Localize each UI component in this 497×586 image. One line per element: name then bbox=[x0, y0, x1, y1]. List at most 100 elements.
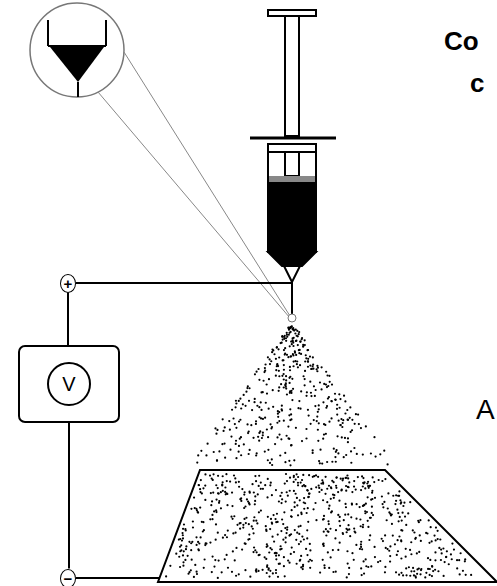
droplet bbox=[169, 565, 171, 567]
droplet bbox=[416, 573, 418, 575]
droplet bbox=[427, 557, 429, 559]
droplet bbox=[243, 518, 245, 520]
droplet bbox=[318, 404, 320, 406]
droplet bbox=[262, 418, 264, 420]
droplet bbox=[333, 448, 335, 450]
droplet bbox=[330, 400, 332, 402]
droplet bbox=[405, 567, 407, 569]
droplet bbox=[197, 541, 199, 543]
droplet bbox=[350, 462, 352, 464]
droplet bbox=[296, 363, 298, 365]
droplet bbox=[373, 436, 375, 438]
droplet bbox=[272, 389, 274, 391]
droplet bbox=[293, 475, 295, 477]
droplet bbox=[416, 568, 418, 570]
droplet bbox=[249, 449, 251, 451]
droplet bbox=[248, 502, 250, 504]
droplet bbox=[231, 491, 233, 493]
droplet bbox=[254, 495, 256, 497]
droplet bbox=[298, 525, 300, 527]
droplet bbox=[361, 574, 363, 576]
droplet bbox=[294, 506, 296, 508]
zoom-leader bbox=[124, 52, 290, 316]
droplet bbox=[243, 394, 245, 396]
droplet bbox=[276, 436, 278, 438]
droplet bbox=[285, 537, 287, 539]
droplet bbox=[226, 480, 228, 482]
droplet bbox=[311, 368, 313, 370]
droplet bbox=[419, 519, 421, 521]
droplet bbox=[191, 559, 193, 561]
droplet bbox=[198, 484, 200, 486]
droplet bbox=[276, 513, 278, 515]
droplet bbox=[405, 574, 407, 576]
droplet bbox=[384, 478, 386, 480]
droplet bbox=[462, 570, 464, 572]
plunger-rod bbox=[285, 16, 299, 136]
droplet bbox=[351, 503, 353, 505]
droplet bbox=[264, 450, 266, 452]
droplet bbox=[283, 338, 285, 340]
droplet bbox=[248, 453, 250, 455]
droplet bbox=[241, 488, 243, 490]
droplet bbox=[316, 415, 318, 417]
droplet bbox=[323, 545, 325, 547]
droplet bbox=[252, 437, 254, 439]
droplet bbox=[286, 480, 288, 482]
droplet bbox=[431, 565, 433, 567]
droplet bbox=[396, 554, 398, 556]
droplet bbox=[284, 347, 286, 349]
droplet bbox=[367, 485, 369, 487]
droplet bbox=[441, 552, 443, 554]
droplet bbox=[323, 518, 325, 520]
droplet bbox=[330, 417, 332, 419]
droplet bbox=[419, 573, 421, 575]
droplet bbox=[395, 571, 397, 573]
droplet bbox=[438, 547, 440, 549]
droplet bbox=[185, 548, 187, 550]
droplet bbox=[391, 513, 393, 515]
droplet bbox=[307, 349, 309, 351]
droplet bbox=[397, 550, 399, 552]
droplet bbox=[359, 518, 361, 520]
terminal-minus: − bbox=[60, 569, 76, 586]
droplet bbox=[372, 514, 374, 516]
droplet bbox=[262, 488, 264, 490]
droplet bbox=[194, 564, 196, 566]
droplet bbox=[299, 341, 301, 343]
droplet bbox=[330, 511, 332, 513]
droplet bbox=[243, 507, 245, 509]
droplet bbox=[264, 556, 266, 558]
droplet bbox=[317, 411, 319, 413]
droplet bbox=[419, 534, 421, 536]
droplet bbox=[328, 396, 330, 398]
droplet bbox=[235, 400, 237, 402]
droplet bbox=[230, 516, 232, 518]
droplet bbox=[339, 525, 341, 527]
droplet bbox=[289, 356, 291, 358]
droplet bbox=[258, 475, 260, 477]
droplet bbox=[308, 474, 310, 476]
droplet bbox=[413, 570, 415, 572]
droplet bbox=[290, 326, 292, 328]
droplet bbox=[283, 556, 285, 558]
droplet bbox=[256, 522, 258, 524]
droplet bbox=[261, 437, 263, 439]
droplet bbox=[222, 481, 224, 483]
droplet bbox=[290, 444, 292, 446]
droplet bbox=[255, 520, 257, 522]
droplet bbox=[309, 381, 311, 383]
droplet bbox=[267, 459, 269, 461]
droplet bbox=[288, 438, 290, 440]
droplet bbox=[306, 489, 308, 491]
droplet bbox=[284, 452, 286, 454]
droplet bbox=[312, 508, 314, 510]
droplet bbox=[260, 417, 262, 419]
droplet bbox=[262, 432, 264, 434]
droplet bbox=[431, 540, 433, 542]
droplet bbox=[175, 553, 177, 555]
droplet bbox=[299, 340, 301, 342]
droplet bbox=[275, 369, 277, 371]
droplet bbox=[236, 524, 238, 526]
droplet bbox=[187, 573, 189, 575]
